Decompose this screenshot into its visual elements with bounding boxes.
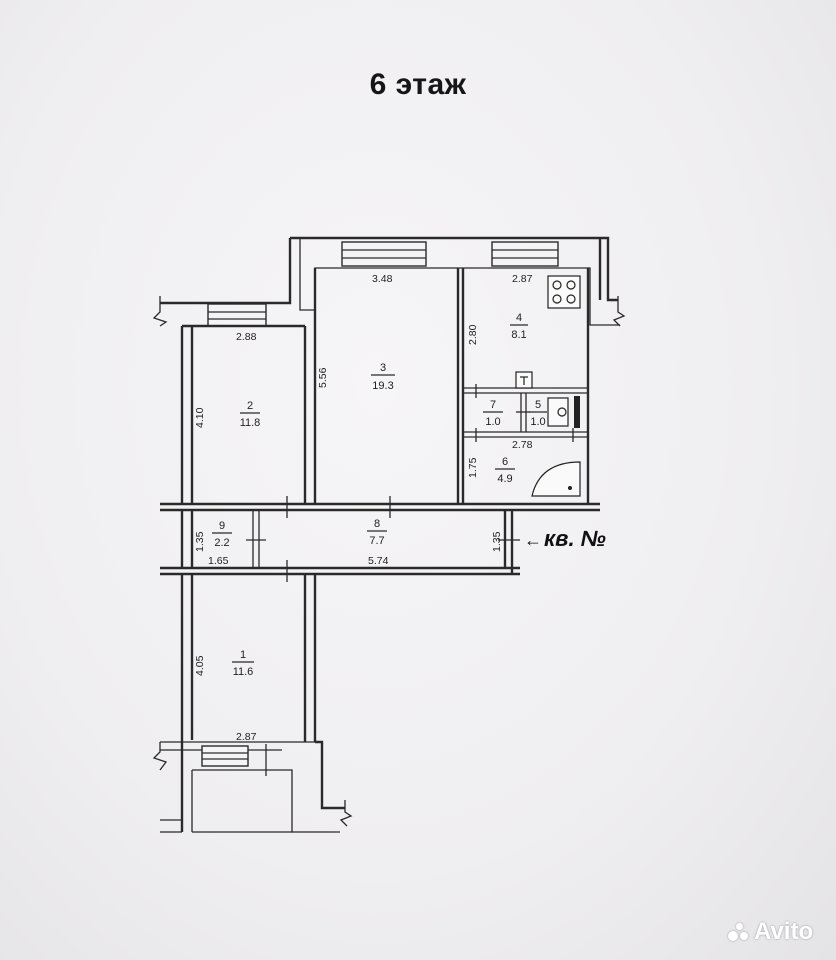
dim-hall-height-left: 1.35 — [194, 531, 206, 552]
door-marks — [246, 384, 574, 582]
break-mark-left-bottom2 — [160, 819, 182, 833]
room-label-2: 2 11.8 — [240, 400, 261, 429]
room-number: 2 — [247, 400, 253, 412]
apartment-label-text: кв. № — [544, 526, 606, 551]
room-label-9: 9 2.2 — [212, 520, 232, 549]
window-room3 — [341, 241, 427, 267]
room-label-3: 3 19.3 — [371, 362, 395, 392]
outer-wall-right — [586, 238, 602, 504]
dim-room1-height: 4.05 — [194, 655, 206, 676]
shower-tray-icon — [531, 461, 581, 497]
room1-walls — [180, 574, 345, 832]
window-room1 — [201, 745, 249, 767]
stove-icon — [547, 275, 581, 309]
apartment-label: ←кв. № — [524, 526, 606, 552]
break-mark-right-bottom — [292, 800, 353, 833]
avito-logo-icon — [728, 923, 750, 941]
room-number: 4 — [516, 312, 522, 324]
room-area: 7.7 — [369, 535, 384, 547]
room-area: 1.0 — [530, 416, 545, 428]
wall-kitchen-bottom — [463, 387, 588, 394]
corridor-top-wall — [160, 502, 600, 512]
room-area: 11.8 — [240, 417, 261, 429]
dim-room1-width: 2.87 — [236, 731, 257, 743]
room-area: 1.0 — [485, 416, 500, 428]
wall-9-8 — [252, 510, 260, 568]
toilet-icon — [547, 396, 580, 428]
room-area: 2.2 — [214, 537, 229, 549]
room-area: 4.9 — [497, 473, 512, 485]
arrow-left-icon: ← — [524, 530, 542, 550]
room-area: 11.6 — [233, 666, 254, 678]
room-number: 5 — [535, 399, 541, 411]
room-label-4: 4 8.1 — [510, 312, 528, 341]
room-label-6: 6 4.9 — [495, 456, 515, 485]
room-label-7: 7 1.0 — [483, 399, 503, 428]
room-number: 8 — [374, 518, 380, 530]
room-number: 3 — [380, 362, 386, 374]
break-mark-left-top — [152, 296, 168, 327]
dim-room9-width: 1.65 — [208, 555, 229, 567]
break-mark-right-top — [612, 296, 626, 327]
room-label-1: 1 11.6 — [232, 649, 254, 678]
avito-watermark-text: Avito — [754, 918, 814, 945]
room-number: 1 — [240, 649, 246, 661]
window-room2 — [207, 303, 267, 327]
dim-room4-height: 2.80 — [467, 324, 479, 345]
dim-hall-width: 5.74 — [368, 555, 389, 567]
floor-title: 6 этаж — [369, 68, 467, 101]
dim-hall-height-right: 1.35 — [491, 531, 503, 552]
dim-room4-width: 2.87 — [512, 273, 533, 285]
corridor-right-wall — [503, 510, 514, 574]
outer-wall-top — [160, 236, 618, 305]
dim-room2-height: 4.10 — [194, 407, 206, 428]
break-mark-left-bottom — [152, 742, 168, 771]
wall-bath-top — [463, 431, 588, 438]
dim-bath-width: 2.78 — [512, 439, 533, 451]
room2-walls — [180, 324, 305, 504]
avito-watermark: Avito — [728, 918, 813, 946]
dim-room3-height: 5.56 — [317, 367, 329, 388]
room-label-8: 8 7.7 — [367, 518, 387, 547]
wall-2-3 — [303, 268, 317, 504]
dim-room2-width: 2.88 — [236, 331, 257, 343]
room-number: 7 — [490, 399, 496, 411]
dim-room3-width: 3.48 — [372, 273, 393, 285]
corridor-left-wall — [180, 510, 194, 568]
corridor-bottom-wall — [160, 566, 520, 576]
window-room4 — [491, 241, 559, 267]
sink-icon — [515, 371, 533, 389]
room-number: 9 — [219, 520, 225, 532]
room-area: 8.1 — [511, 329, 526, 341]
room-number: 6 — [502, 456, 508, 468]
room-area: 19.3 — [372, 380, 393, 392]
dim-bath-height: 1.75 — [467, 457, 479, 478]
wall-3-4 — [456, 268, 465, 504]
room-label-5: 5 1.0 — [529, 399, 547, 428]
